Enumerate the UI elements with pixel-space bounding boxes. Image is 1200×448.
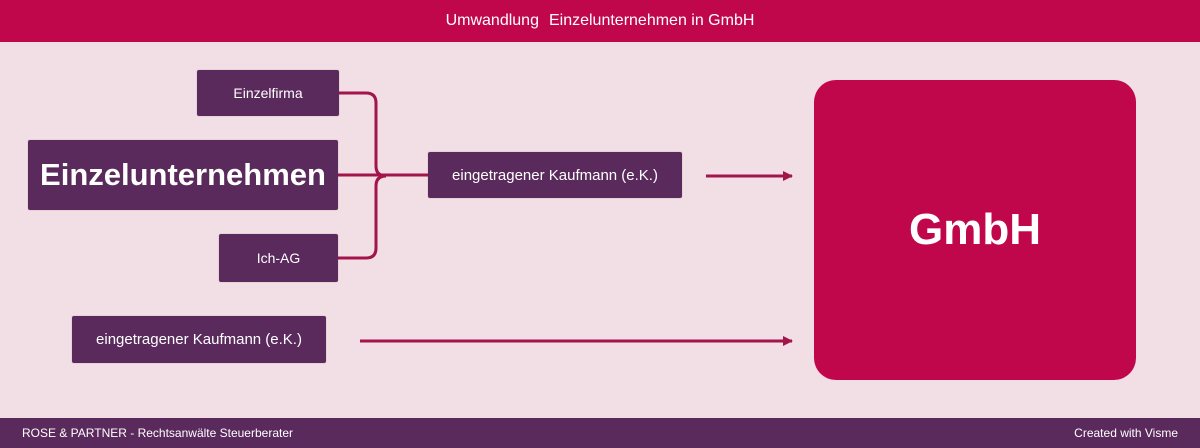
header-bar: Umwandlung Einzelunternehmen in GmbH: [0, 0, 1200, 42]
node-einzelunternehmen: Einzelunternehmen: [28, 140, 338, 210]
node-ek-bottom-label: eingetragener Kaufmann (e.K.): [96, 331, 302, 348]
node-ek-bottom: eingetragener Kaufmann (e.K.): [72, 316, 326, 363]
footer-credit: Created with Visme: [1074, 426, 1178, 440]
node-einzelfirma-label: Einzelfirma: [233, 85, 303, 101]
header-title-part1: Umwandlung: [445, 12, 539, 29]
node-einzelunternehmen-label: Einzelunternehmen: [40, 157, 326, 192]
node-gmbh-label: GmbH: [909, 205, 1041, 254]
node-ich-ag: Ich-AG: [219, 234, 338, 282]
footer-company: ROSE & PARTNER - Rechtsanwälte Steuerber…: [22, 426, 293, 440]
connector-einzelfirma: [339, 91, 387, 178]
node-einzelfirma: Einzelfirma: [197, 70, 339, 116]
footer-bar: ROSE & PARTNER - Rechtsanwälte Steuerber…: [0, 418, 1200, 448]
node-ek-middle: eingetragener Kaufmann (e.K.): [428, 152, 682, 198]
node-ich-ag-label: Ich-AG: [256, 250, 301, 266]
header-title-part2: Einzelunternehmen in GmbH: [548, 12, 755, 29]
node-ek-middle-label: eingetragener Kaufmann (e.K.): [452, 166, 658, 184]
node-gmbh: GmbH: [814, 80, 1136, 380]
connector-ich-ag: [338, 174, 387, 260]
